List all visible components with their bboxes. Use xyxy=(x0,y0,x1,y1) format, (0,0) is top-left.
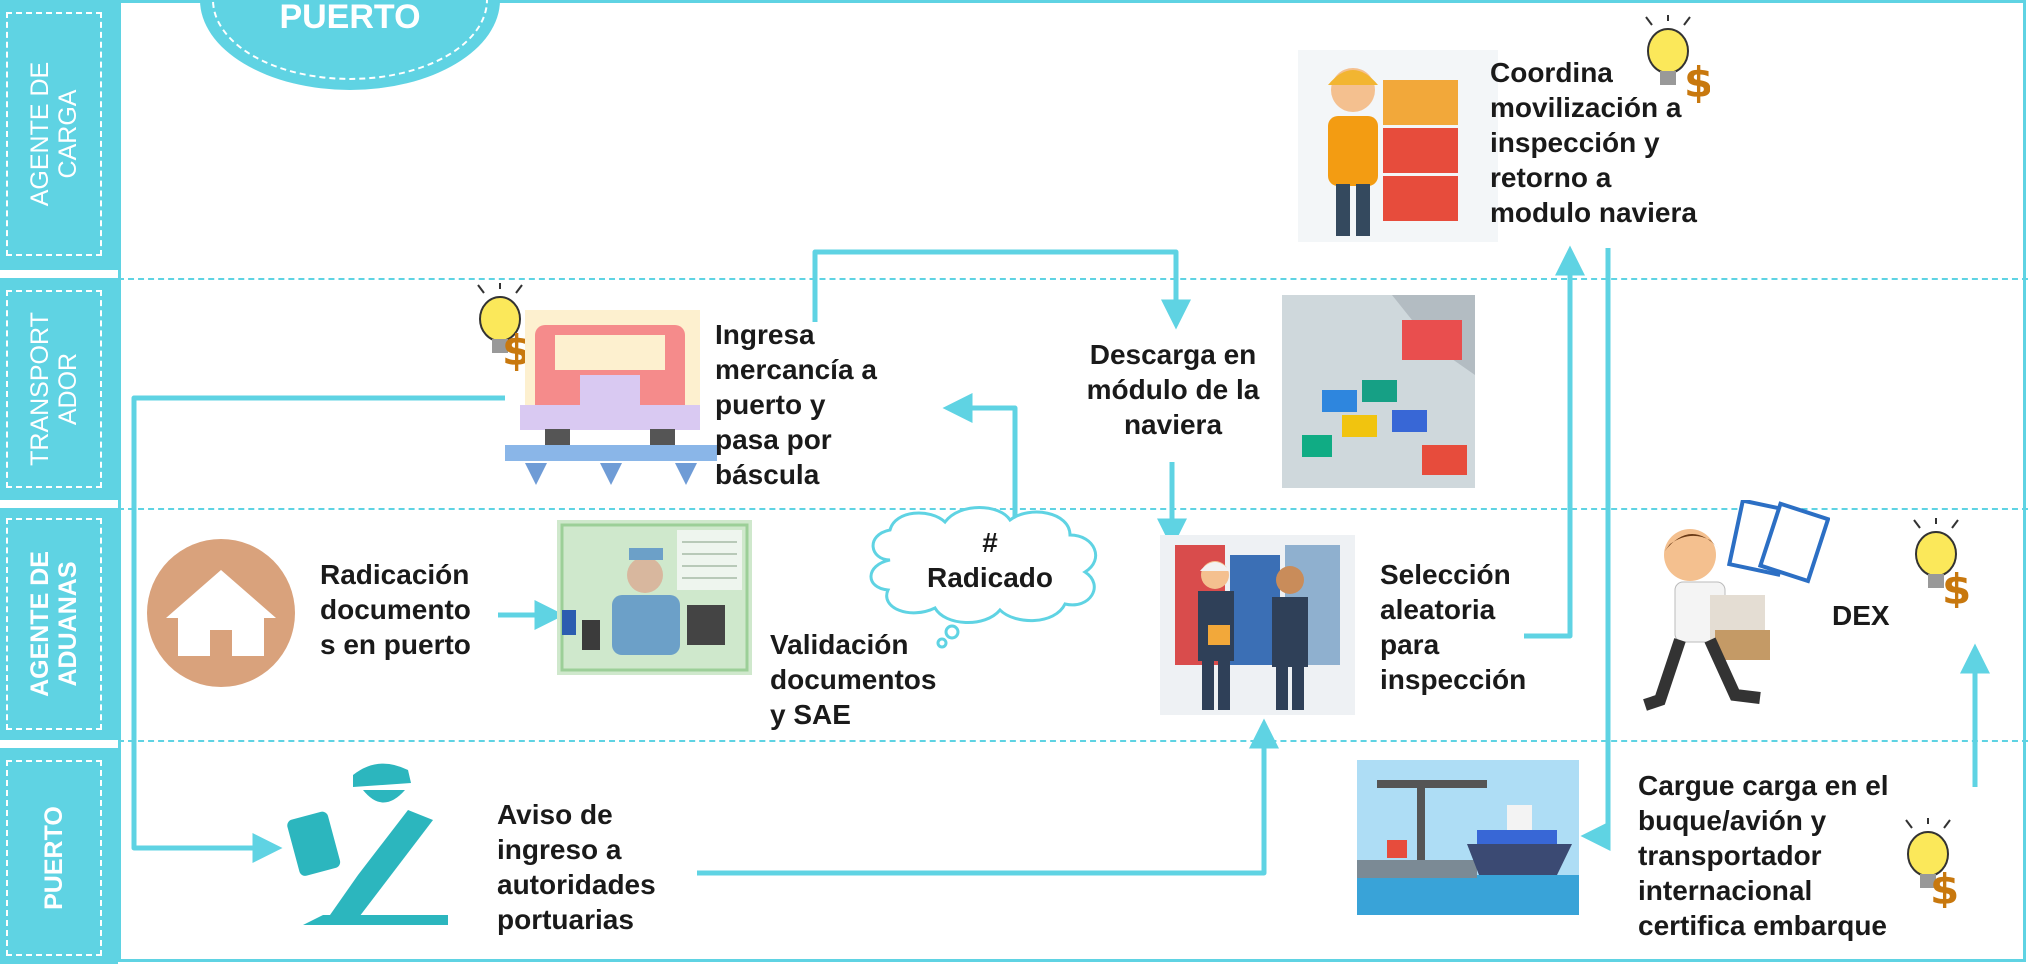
step-radicado: # Radicado xyxy=(926,527,1054,593)
thought-cloud-icon xyxy=(869,506,1098,649)
arrow-seleccion-to-coordina xyxy=(1524,245,1585,639)
customs-officer-icon xyxy=(557,520,752,675)
step-descarga: Descarga en módulo de la naviera xyxy=(1086,339,1260,440)
lane-divider xyxy=(118,740,2028,742)
arrow-truck-to-descarga xyxy=(812,249,1191,330)
worker-phone-icon xyxy=(1298,50,1498,242)
cost-bulb-icon: $ xyxy=(1905,818,1959,908)
step-coordina: Coordina movilización a inspección y ret… xyxy=(1490,57,1697,228)
step-dex: DEX xyxy=(1832,600,1890,631)
step-cargue: Cargue carga en el buque/avión y transpo… xyxy=(1638,770,1889,941)
cost-bulb-icon: $ xyxy=(1913,518,1971,608)
truck-scale-icon xyxy=(505,310,717,485)
step-ingresa: Ingresa mercancía a puerto y pasa por bá… xyxy=(715,319,877,490)
svg-text:$: $ xyxy=(1942,565,1971,608)
lane-transportador: TRANSPORT ADOR xyxy=(0,278,118,500)
svg-text:$: $ xyxy=(1684,58,1710,105)
lane-agente-carga: AGENTE DE CARGA xyxy=(0,0,118,270)
cost-bulb-icon: $ xyxy=(1645,15,1710,105)
house-icon xyxy=(147,539,295,687)
arrow-aviso-to-seleccion xyxy=(697,718,1279,876)
lane-puerto: PUERTO xyxy=(0,748,118,964)
svg-text:$: $ xyxy=(1930,865,1959,908)
step-validacion: Validación documentos y SAE xyxy=(770,629,937,730)
lane-agente-aduanas: AGENTE DE ADUANAS xyxy=(0,508,118,740)
port-authority-icon xyxy=(287,763,448,925)
step-seleccion: Selección aleatoria para inspección xyxy=(1380,559,1527,695)
lane-divider xyxy=(118,508,2028,510)
step-radicacion: Radicación documento s en puerto xyxy=(320,559,471,660)
inspectors-icon xyxy=(1160,535,1355,715)
diagram-frame xyxy=(118,0,2026,962)
title-badge-label: PUERTO xyxy=(279,0,421,36)
lane-divider xyxy=(118,278,2028,280)
step-aviso: Aviso de ingreso a autoridades portuaria… xyxy=(497,799,656,935)
ship-crane-icon xyxy=(1357,760,1579,915)
port-containers-icon xyxy=(1282,295,1475,488)
arrow-coordina-to-cargue xyxy=(1580,248,1611,851)
arrow-truck-to-aviso xyxy=(131,395,505,863)
arrow-radicado-to-ingresa xyxy=(942,393,1018,517)
runner-documents-icon xyxy=(1643,500,1830,711)
